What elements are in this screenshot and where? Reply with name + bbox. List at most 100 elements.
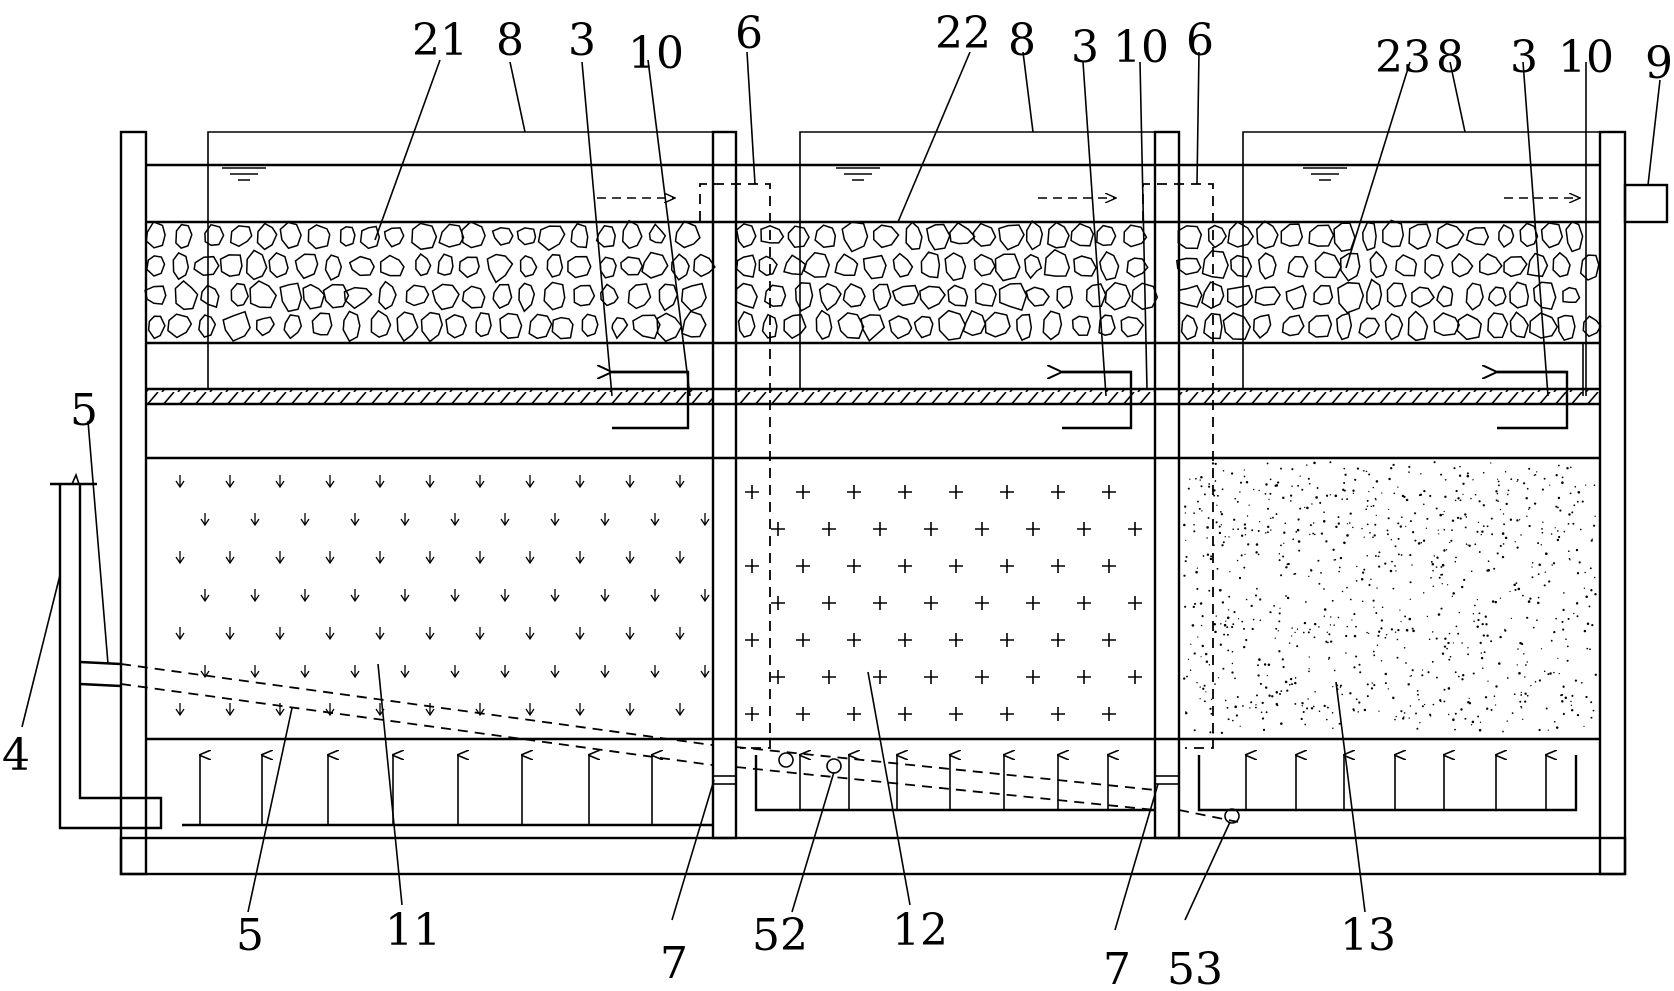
sand-dot (1405, 628, 1409, 632)
gravel-stone (1366, 278, 1383, 311)
sand-dot (1421, 705, 1424, 708)
label-12: 12 (892, 905, 948, 956)
sand-dot (1368, 490, 1370, 493)
sand-dot (1242, 705, 1244, 707)
plus-symbol (1128, 596, 1142, 610)
gravel-stone (794, 282, 814, 312)
sand-dot (1255, 704, 1257, 706)
sand-dot (1443, 510, 1445, 513)
sand-dot (1213, 494, 1216, 497)
sand-dot (1408, 617, 1412, 621)
sand-dot (1352, 526, 1354, 529)
gravel-stone (872, 283, 892, 311)
sand-dot (1494, 704, 1497, 706)
gravel-stone (279, 221, 302, 250)
sand-dot (1575, 602, 1579, 605)
sand-dot (1522, 482, 1526, 485)
sand-dot (1286, 563, 1289, 566)
gravel-stone (492, 283, 513, 310)
sand-dot (1291, 683, 1293, 686)
down-arrow-symbol (575, 703, 585, 717)
gravel-stone (175, 223, 193, 249)
sand-dot (1228, 536, 1230, 538)
sand-dot (1366, 555, 1368, 557)
sand-dot (1325, 640, 1328, 643)
sand-dot (1334, 558, 1337, 561)
gravel-stone (342, 310, 361, 343)
down-arrow-symbol (625, 627, 635, 641)
sand-dot (1301, 488, 1304, 491)
sand-dot (1369, 531, 1371, 534)
sand-dot (1397, 522, 1400, 525)
sand-dot (1547, 673, 1550, 676)
gravel-stone (648, 223, 667, 244)
sand-dot (1352, 489, 1355, 492)
sand-dot (1375, 612, 1378, 614)
sand-dot (1564, 696, 1568, 700)
sand-dot (1283, 542, 1285, 544)
down-arrow-symbol (400, 589, 410, 603)
sand-dot (1331, 599, 1334, 602)
sand-dot (1185, 555, 1188, 558)
gravel-stone (1047, 221, 1070, 249)
sand-dot (1527, 600, 1531, 603)
sand-dot (1565, 638, 1567, 640)
sand-dot (1372, 486, 1375, 489)
sand-dot (1372, 536, 1374, 538)
sand-dot (1478, 500, 1481, 503)
gravel-stone (268, 251, 289, 279)
gravel-stone (1339, 252, 1361, 282)
sand-dot (1286, 596, 1290, 600)
sand-dot (1416, 727, 1419, 730)
gravel-stone (891, 284, 920, 307)
sand-dot (1213, 623, 1217, 626)
gravel-stone (461, 221, 486, 249)
sand-dot (1526, 515, 1528, 518)
sand-dot (1264, 686, 1268, 689)
sand-dot (1477, 715, 1480, 718)
sand-dot (1294, 631, 1296, 634)
sand-dot (1196, 682, 1198, 684)
gravel-stone (984, 311, 1011, 338)
gravel-stone (294, 253, 319, 280)
sand-dot (1205, 660, 1209, 663)
sand-dot (1513, 693, 1516, 696)
gravel-stone (783, 254, 807, 276)
sand-dot (1549, 484, 1551, 486)
gravel-stone (815, 309, 833, 341)
gravel-stone (949, 221, 976, 245)
gravel-stone (1177, 225, 1203, 250)
sand-dot (1361, 527, 1363, 530)
sand-dot (1418, 698, 1420, 701)
down-arrow-symbol (675, 551, 685, 565)
sand-dot (1543, 670, 1546, 673)
sand-dot (1308, 668, 1310, 670)
label-53: 53 (1167, 944, 1223, 991)
sand-dot (1464, 513, 1467, 516)
sand-dot (1417, 693, 1419, 696)
sand-dot (1330, 640, 1333, 643)
sand-dot (1195, 570, 1198, 574)
leader-lines (21, 51, 1661, 931)
sand-dot (1345, 634, 1348, 638)
sand-dot (1258, 658, 1261, 661)
gravel-stone (167, 313, 193, 339)
plus-symbol (898, 559, 912, 573)
sand-dot (1256, 587, 1258, 590)
gravel-stone (396, 311, 419, 343)
cell-12-fill (745, 485, 1142, 721)
sand-dot (1458, 474, 1462, 477)
sand-dot (1240, 554, 1243, 557)
sand-dot (1487, 560, 1490, 563)
plus-symbol (898, 707, 912, 721)
sand-dot (1328, 656, 1331, 659)
sand-dot (1272, 516, 1274, 519)
sand-dot (1561, 476, 1564, 479)
plus-symbol (745, 559, 759, 573)
sand-dot (1266, 531, 1269, 534)
gravel-stone (1382, 219, 1405, 248)
sand-dot (1281, 658, 1284, 661)
down-arrow-symbol (275, 551, 285, 565)
sand-dot (1205, 691, 1207, 693)
gravel-stone (573, 284, 596, 307)
